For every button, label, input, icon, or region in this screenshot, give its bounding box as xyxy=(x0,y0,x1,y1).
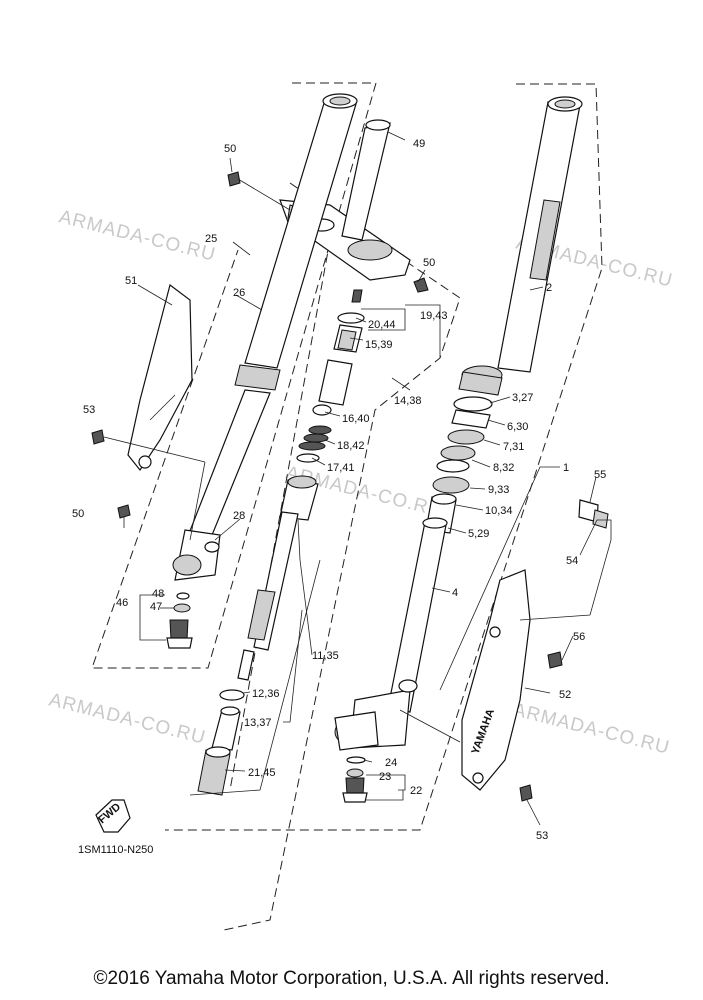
callout-17-41: 17,41 xyxy=(327,462,355,474)
callout-10-34: 10,34 xyxy=(485,505,513,517)
inner-tube-right xyxy=(334,517,448,751)
outer-tube-left xyxy=(187,93,358,541)
callout-25: 25 xyxy=(205,233,217,245)
callout-19-43: 19,43 xyxy=(420,310,448,322)
callout-6-30: 6,30 xyxy=(507,421,528,433)
callout-54: 54 xyxy=(566,555,578,567)
bolt-50-top xyxy=(227,171,291,211)
callout-23: 23 xyxy=(379,771,391,783)
boundary-1 xyxy=(165,83,603,831)
seal-stack-right xyxy=(425,396,493,534)
callout-5-29: 5,29 xyxy=(468,528,489,540)
watermark-5: ARMADA-CO.RU xyxy=(511,699,672,758)
callout-7-31: 7,31 xyxy=(503,441,524,453)
callout-46: 46 xyxy=(116,597,128,609)
callout-12-36: 12,36 xyxy=(252,688,280,700)
copyright-notice: ©2016 Yamaha Motor Corporation, U.S.A. A… xyxy=(93,968,610,989)
callout-49: 49 xyxy=(413,138,425,150)
callout-14-38: 14,38 xyxy=(394,395,422,407)
fork-guard-left xyxy=(91,283,206,541)
callout-52: 52 xyxy=(559,689,571,701)
callout-13-37: 13,37 xyxy=(244,717,272,729)
callout-53-right: 53 xyxy=(536,830,548,842)
boundary-inner xyxy=(229,239,331,791)
callout-26: 26 xyxy=(233,287,245,299)
leader-lines xyxy=(137,131,612,826)
callout-4: 4 xyxy=(452,587,458,599)
callout-labels: 49 50 50 25 26 51 2 19,43 20,44 15,39 14… xyxy=(72,138,606,842)
callout-24: 24 xyxy=(385,757,397,769)
outer-tube-right xyxy=(458,96,583,396)
callout-50-top: 50 xyxy=(224,143,236,155)
callout-50-left: 50 xyxy=(72,508,84,520)
callout-18-42: 18,42 xyxy=(337,440,365,452)
callout-3-27: 3,27 xyxy=(512,392,533,404)
assembly-boundaries xyxy=(91,82,603,931)
callout-1: 1 xyxy=(563,462,569,474)
cartridge-assembly xyxy=(197,289,365,796)
watermarks: ARMADA-CO.RU ARMADA-CO.RU ARMADA-CO.RU A… xyxy=(47,206,675,758)
bolt-50-left xyxy=(117,504,131,528)
bolt-22 xyxy=(342,756,368,803)
bolt-53-right xyxy=(519,784,533,802)
callout-56: 56 xyxy=(573,631,585,643)
fwd-arrow-icon: FWD xyxy=(95,799,131,833)
callout-8-32: 8,32 xyxy=(493,462,514,474)
callout-16-40: 16,40 xyxy=(342,413,370,425)
callout-48: 48 xyxy=(152,588,164,600)
callout-21-45: 21,45 xyxy=(248,767,276,779)
callout-51: 51 xyxy=(125,275,137,287)
watermark-1: ARMADA-CO.RU xyxy=(57,206,218,265)
callout-53-left: 53 xyxy=(83,404,95,416)
bracket-54-55 xyxy=(578,499,609,529)
callout-9-33: 9,33 xyxy=(488,484,509,496)
callout-22: 22 xyxy=(410,785,422,797)
bolt-56 xyxy=(547,651,563,669)
callout-47: 47 xyxy=(150,601,162,613)
callout-50-right: 50 xyxy=(423,257,435,269)
callout-55: 55 xyxy=(594,469,606,481)
axle-bracket-left xyxy=(166,529,221,649)
watermark-4: ARMADA-CO.RU xyxy=(47,689,208,748)
callout-2: 2 xyxy=(546,282,552,294)
callout-20-44: 20,44 xyxy=(368,319,396,331)
boundary-14 xyxy=(223,182,461,931)
boundary-25 xyxy=(91,82,377,669)
callout-15-39: 15,39 xyxy=(365,339,393,351)
fork-guard-right: YAMAHA xyxy=(461,569,531,791)
callout-11-35: 11,35 xyxy=(312,650,339,662)
bolt-50-right xyxy=(413,277,429,293)
callout-28: 28 xyxy=(233,510,245,522)
diagram-code: 1SM1110-N250 xyxy=(78,844,153,856)
